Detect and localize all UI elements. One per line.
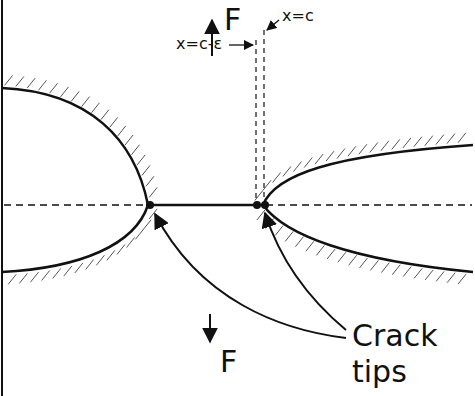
hatch-mark [414, 268, 422, 278]
hatch-mark [425, 270, 433, 280]
position-label: x=c [282, 6, 314, 25]
crack-tip-dot [146, 201, 154, 209]
hatch-mark [91, 103, 99, 113]
leader-arrow [267, 20, 279, 30]
hatch-mark [425, 136, 433, 146]
hatch-mark [110, 117, 118, 127]
hatch-mark [131, 145, 139, 155]
notch-outline [263, 145, 473, 205]
crack-tip-dot [253, 201, 261, 209]
position-label: x=c-ε [176, 34, 222, 53]
center-line [4, 204, 146, 206]
hatch-mark [349, 255, 357, 265]
hatch-mark [27, 78, 35, 88]
hatch-mark [107, 250, 115, 260]
hatch-mark [327, 249, 335, 259]
position-line [255, 40, 256, 200]
hatch-mark [64, 266, 72, 276]
hatch-mark [381, 141, 389, 151]
force-label: F [220, 344, 237, 380]
hatch-mark [436, 135, 444, 145]
hatch-mark [295, 237, 303, 247]
hatch-mark [61, 87, 69, 97]
hatch-mark [315, 154, 323, 164]
hatch-mark [42, 270, 50, 280]
center-line [266, 204, 472, 206]
leader-arrow [229, 44, 253, 45]
hatch-mark [75, 263, 83, 273]
hatching [5, 75, 467, 284]
hatch-mark [146, 176, 154, 186]
hatch-mark [306, 241, 314, 251]
hatch-mark [392, 265, 400, 275]
force-arrow [209, 314, 211, 342]
hatch-mark [403, 267, 411, 277]
hatch-mark [370, 260, 378, 270]
hatch-mark [117, 244, 125, 254]
position-line [263, 30, 264, 200]
hatch-mark [5, 75, 13, 85]
hatch-mark [50, 83, 58, 93]
hatch-mark [348, 146, 356, 156]
hatch-mark [53, 268, 61, 278]
hatch-mark [71, 91, 79, 101]
crack-tip-dot [261, 201, 269, 209]
hatch-mark [304, 158, 312, 168]
crack-line [148, 204, 263, 207]
hatch-mark [436, 271, 444, 281]
hatch-mark [447, 273, 455, 283]
hatch-mark [149, 187, 157, 197]
notch-outline [263, 205, 473, 272]
hatch-mark [273, 173, 281, 183]
hatch-mark [359, 144, 367, 154]
hatch-mark [125, 135, 133, 145]
hatch-mark [338, 252, 346, 262]
hatch-mark [458, 133, 466, 143]
callout-label: Crack tips [352, 318, 464, 390]
hatch-mark [82, 97, 90, 107]
hatch-mark [257, 210, 265, 220]
hatch-mark [127, 237, 135, 247]
hatch-mark [86, 259, 94, 269]
hatch-mark [8, 274, 16, 284]
hatch-mark [143, 220, 151, 230]
hatch-mark [137, 155, 145, 165]
hatch-mark [458, 274, 466, 284]
hatch-mark [285, 231, 293, 241]
hatch-mark [381, 263, 389, 273]
hatch-mark [337, 149, 345, 159]
hatch-mark [19, 273, 27, 283]
notch-outline [2, 205, 148, 272]
hatch-mark [316, 245, 324, 255]
hatch-mark [360, 258, 368, 268]
hatch-mark [414, 137, 422, 147]
hatch-mark [447, 134, 455, 144]
hatch-mark [326, 151, 334, 161]
hatch-mark [101, 110, 109, 120]
hatch-mark [283, 166, 291, 176]
hatch-mark [118, 126, 126, 136]
hatch-mark [142, 165, 150, 175]
notch-outline [2, 88, 148, 205]
leader-arrow [155, 214, 346, 338]
hatch-mark [31, 272, 39, 282]
leader-arrow [265, 213, 346, 330]
hatch-mark [392, 139, 400, 149]
hatch-mark [16, 76, 24, 86]
hatch-mark [403, 138, 411, 148]
hatch-mark [135, 229, 143, 239]
hatch-mark [275, 225, 283, 235]
hatch-mark [370, 142, 378, 152]
hatch-mark [38, 80, 46, 90]
force-label: F [224, 2, 241, 38]
hatch-mark [96, 255, 104, 265]
hatch-mark [293, 162, 301, 172]
frame-edge [1, 0, 3, 396]
